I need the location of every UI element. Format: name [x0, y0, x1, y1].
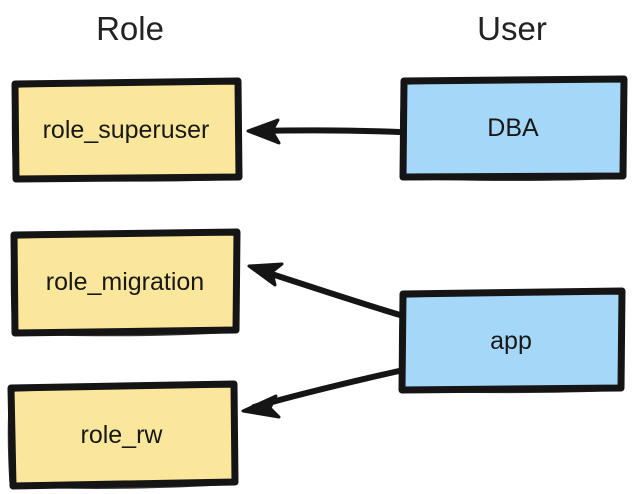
- node-label-role-rw: role_rw: [80, 421, 163, 449]
- edge-app-to-role-migration: [247, 262, 403, 318]
- column-header-user: User: [477, 10, 547, 47]
- edge-app-to-role-migration-arrowhead: [247, 262, 284, 287]
- node-role-superuser-sketch-edge: [11, 80, 241, 182]
- node-role-superuser[interactable]: [11, 77, 243, 183]
- node-role-rw[interactable]: [7, 380, 239, 490]
- node-label-role-superuser: role_superuser: [42, 116, 210, 144]
- node-dba-sketch-edge: [399, 77, 627, 181]
- node-role-rw-sketch-edge: [7, 383, 237, 489]
- node-label-dba: DBA: [487, 114, 539, 142]
- column-header-role: Role: [96, 10, 164, 47]
- node-app-sketch-edge: [398, 290, 625, 394]
- edge-dba-to-role-superuser-arrowhead: [246, 118, 281, 145]
- edge-dba-to-role-superuser: [246, 118, 402, 145]
- edge-dba-to-role-superuser-line: [253, 127, 402, 135]
- node-role-migration-sketch-edge: [10, 231, 240, 337]
- node-label-role-migration: role_migration: [45, 268, 205, 296]
- node-role-migration[interactable]: [10, 228, 241, 337]
- node-dba[interactable]: [399, 75, 628, 181]
- edge-app-to-role-migration-line: [256, 267, 403, 318]
- node-app[interactable]: [398, 287, 626, 394]
- edge-app-to-role-rw-arrowhead: [241, 394, 281, 419]
- node-label-app: app: [490, 327, 532, 355]
- edge-app-to-role-rw-line: [251, 368, 402, 410]
- edge-app-to-role-rw: [241, 368, 402, 419]
